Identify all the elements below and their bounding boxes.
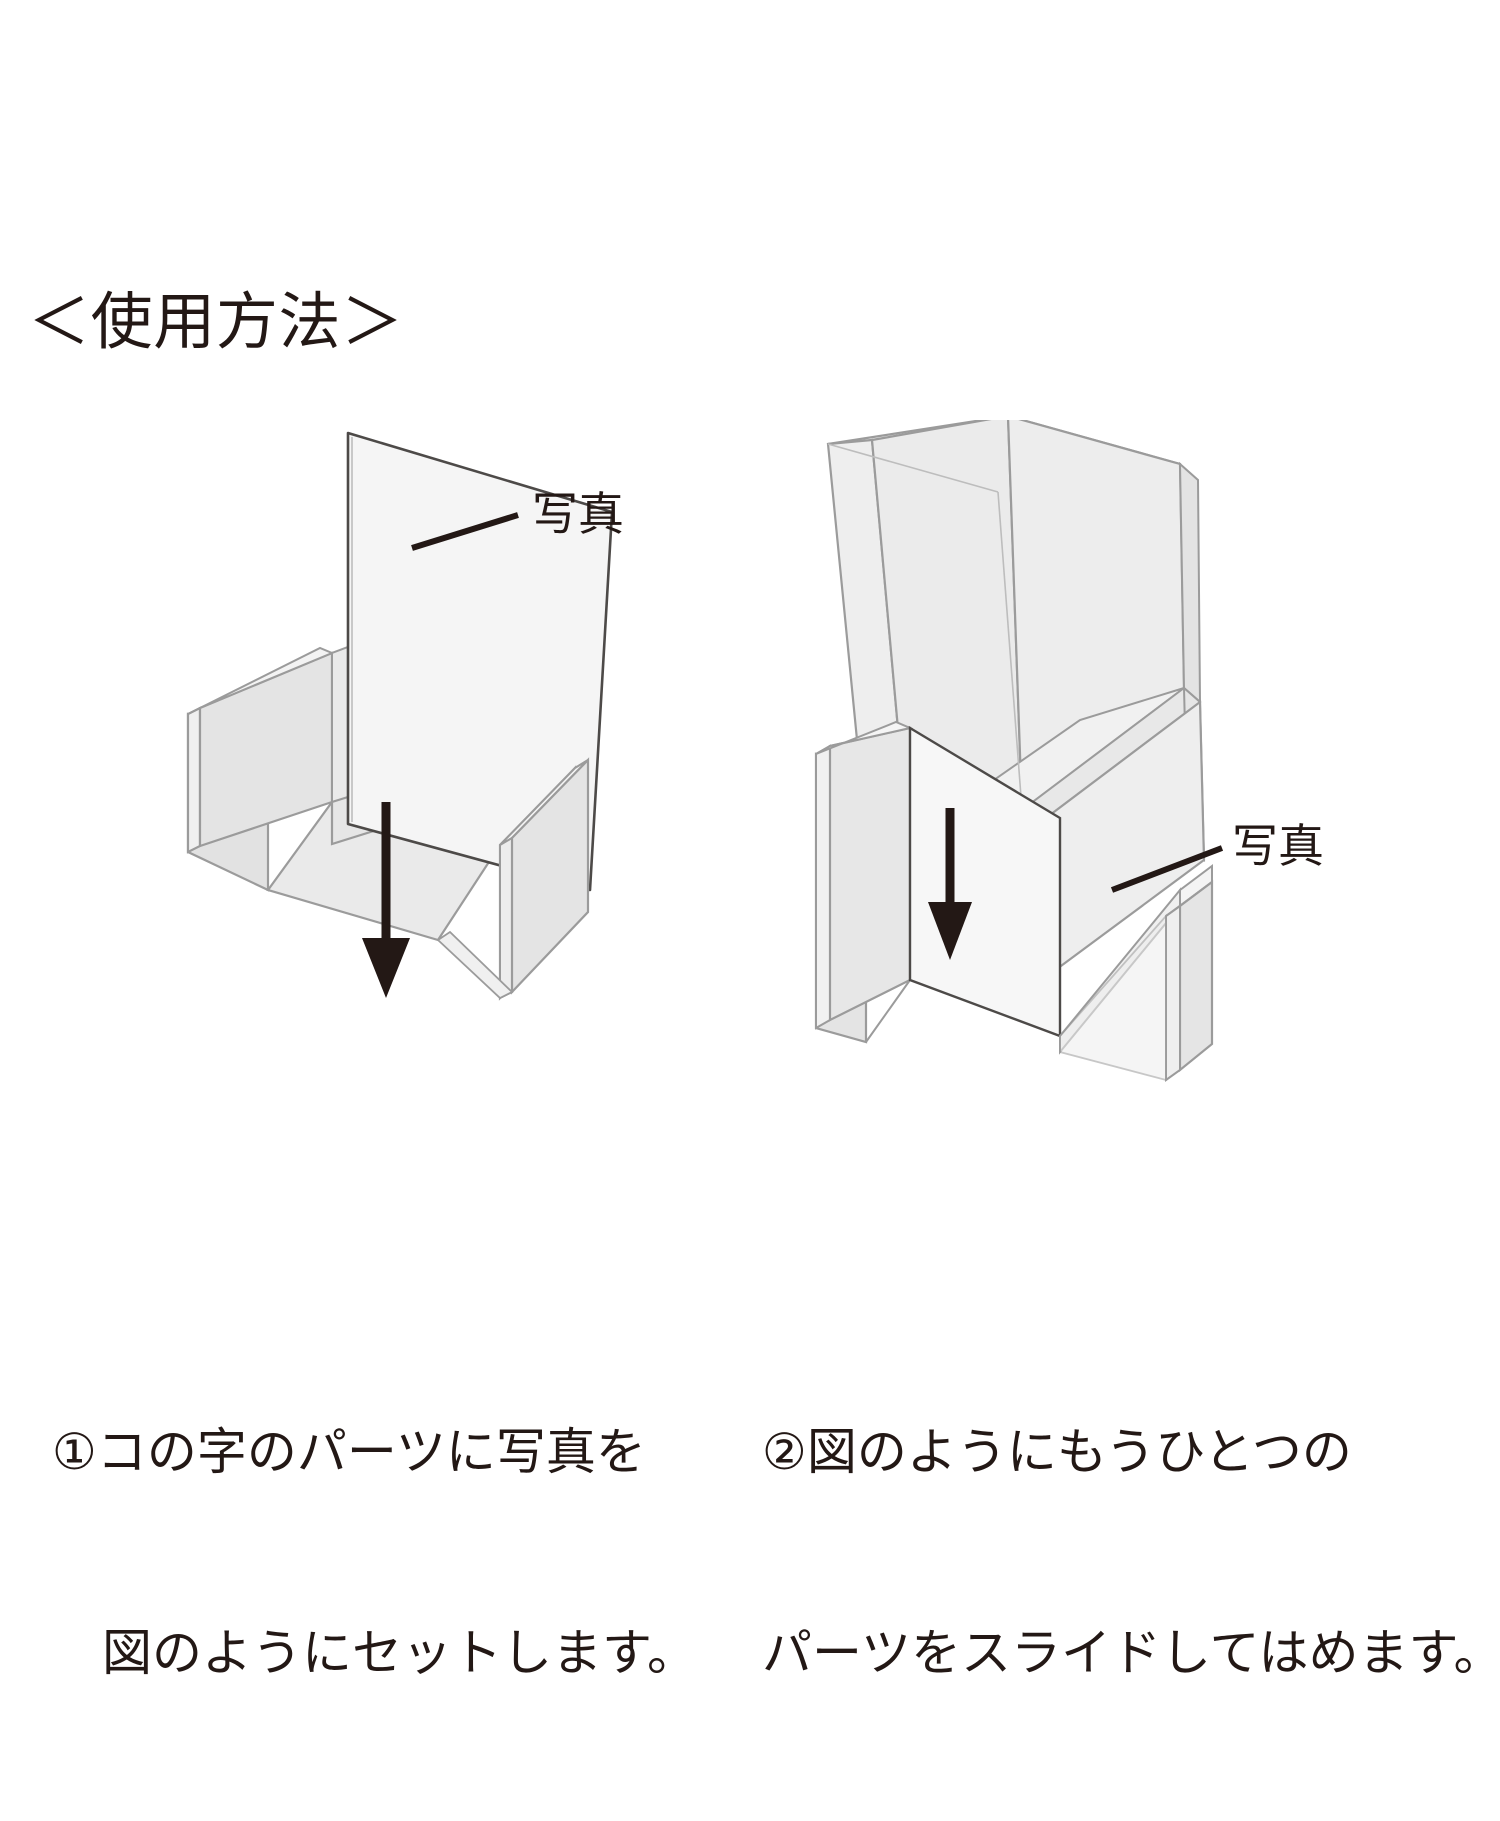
- u-part-base-floor: [436, 930, 514, 1000]
- figures-row: 写真: [0, 420, 1500, 1120]
- u-part-right-wing: [498, 757, 590, 1001]
- caption-step-1: ①コの字のパーツに写真を 図のようにセットします。: [52, 1285, 697, 1821]
- page-title: ＜使用方法＞: [28, 288, 404, 357]
- caption-step-1-line-2: 図のようにセットします。: [102, 1625, 697, 1681]
- u-part-left-wing: [186, 646, 335, 892]
- caption-step-1-line-1: ①コの字のパーツに写真を: [52, 1424, 646, 1480]
- step-1-illustration: 写真: [186, 431, 624, 1001]
- photo-callout: 写真: [411, 488, 624, 551]
- down-arrow-icon: [928, 808, 972, 960]
- figure-step-2: 写真: [760, 420, 1460, 1120]
- photo-callout-label: 写真: [1232, 820, 1324, 872]
- down-arrow-icon: [362, 802, 410, 998]
- photo-callout: 写真: [1110, 820, 1324, 893]
- photo-callout-label: 写真: [532, 488, 624, 540]
- u-part-right-wing: [1059, 864, 1214, 1082]
- caption-step-2: ②図のようにもうひとつの パーツをスライドしてはめます。: [762, 1285, 1500, 1821]
- caption-step-2-line-2: パーツをスライドしてはめます。: [762, 1625, 1500, 1681]
- u-part-left-wing: [814, 720, 914, 1044]
- caption-step-2-line-1: ②図のようにもうひとつの: [762, 1424, 1352, 1480]
- figure-step-1: 写真: [120, 420, 760, 1120]
- step-2-illustration: 写真: [814, 420, 1324, 1082]
